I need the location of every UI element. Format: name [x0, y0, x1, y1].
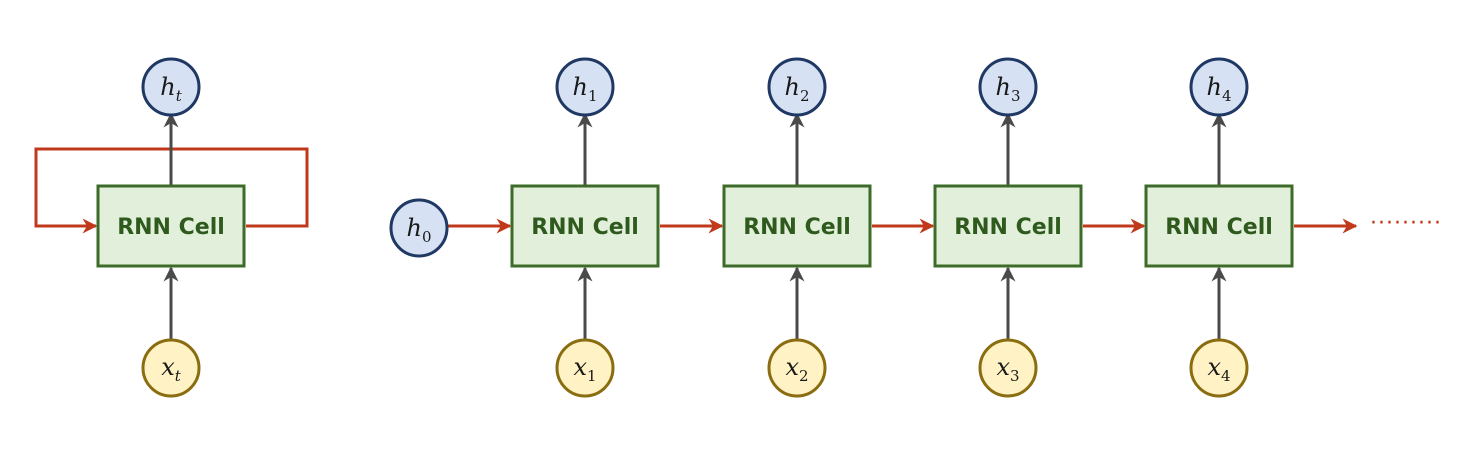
folded-rnn: RNN Cell ht xt [34, 57, 309, 398]
folded-input-sub: t [175, 367, 182, 385]
continuation-dots: ········· [1370, 211, 1442, 236]
svg-text:h1: h1 [572, 73, 597, 105]
folded-hidden-var: h [160, 73, 175, 101]
time-step-4: RNN Cell h4 x4 [1144, 57, 1294, 398]
svg-text:x3: x3 [996, 353, 1019, 385]
hidden-node-1: h1 [555, 57, 615, 117]
rnn-cell-2 [722, 184, 872, 268]
time-step-3: RNN Cell h3 x3 [933, 57, 1083, 398]
initial-hidden-sub: 0 [422, 228, 432, 246]
folded-input-var: x [161, 353, 175, 381]
time-step-2: RNN Cell h2 x2 [722, 57, 872, 398]
rnn-cell-2-label: RNN Cell [743, 215, 851, 240]
input-node-2: x2 [767, 338, 827, 398]
svg-text:h3: h3 [995, 73, 1020, 105]
initial-hidden-node: h0 [389, 198, 449, 258]
svg-text:x4: x4 [1207, 353, 1230, 385]
rnn-cell-4-label: RNN Cell [1165, 215, 1273, 240]
hidden-node-3: h3 [978, 57, 1038, 117]
input-node-4: x4 [1189, 338, 1249, 398]
folded-input-node: xt [141, 338, 201, 398]
unrolled-rnn: h0 RNN Cell h1 x1 RNN Cell [389, 57, 1442, 398]
folded-hidden-sub: t [176, 87, 183, 105]
rnn-cell-1-label: RNN Cell [531, 215, 639, 240]
svg-text:x2: x2 [785, 353, 808, 385]
initial-hidden-var: h [406, 214, 421, 242]
rnn-cell-3 [933, 184, 1083, 268]
folded-rnn-cell [96, 184, 246, 268]
svg-text:h4: h4 [1206, 73, 1231, 105]
time-step-1: RNN Cell h1 x1 [510, 57, 660, 398]
rnn-cell-4 [1144, 184, 1294, 268]
svg-text:h2: h2 [784, 73, 809, 105]
hidden-node-4: h4 [1189, 57, 1249, 117]
hidden-node-2: h2 [767, 57, 827, 117]
input-node-1: x1 [555, 338, 615, 398]
svg-text:ht: ht [160, 73, 182, 105]
svg-text:x1: x1 [573, 353, 596, 385]
folded-rnn-cell-label: RNN Cell [117, 215, 225, 240]
svg-text:h0: h0 [406, 214, 431, 246]
input-node-3: x3 [978, 338, 1038, 398]
rnn-cell-1 [510, 184, 660, 268]
folded-hidden-node: ht [141, 57, 201, 117]
svg-text:xt: xt [161, 353, 182, 385]
rnn-cell-3-label: RNN Cell [954, 215, 1062, 240]
